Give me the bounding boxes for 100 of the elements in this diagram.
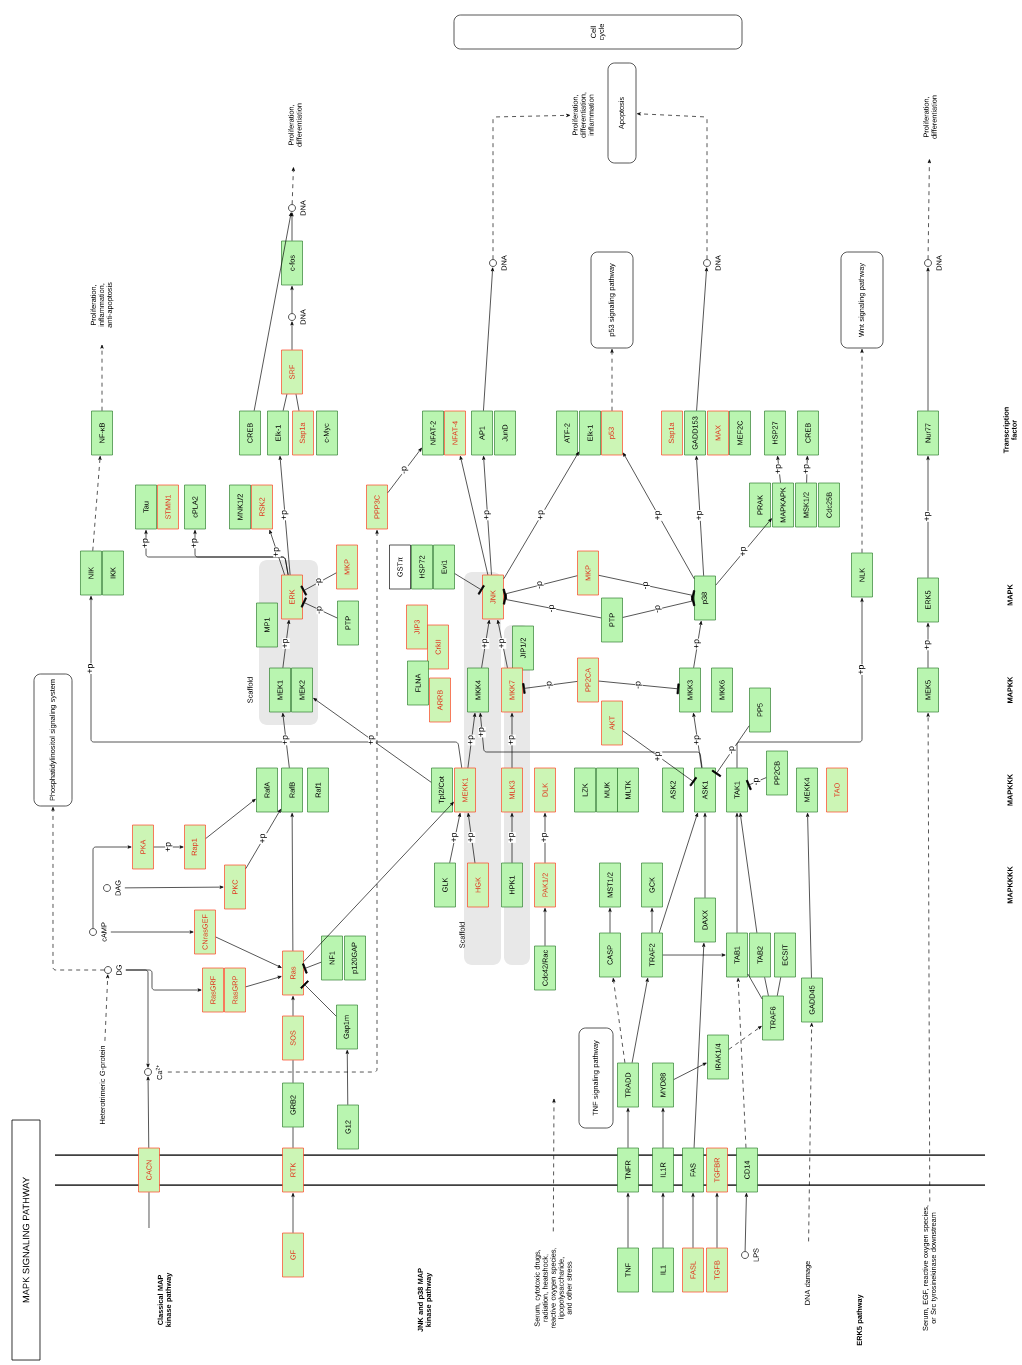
arrow — [543, 812, 547, 863]
arrow — [481, 619, 491, 668]
arrow — [291, 167, 295, 205]
arrow — [626, 1107, 630, 1148]
edge-label: -p — [753, 777, 761, 786]
inhibition-line — [502, 575, 578, 600]
arrow — [693, 620, 703, 668]
arrow — [715, 518, 772, 586]
arrow — [926, 622, 930, 668]
arrow — [290, 321, 294, 350]
arrow — [926, 455, 930, 578]
arrow — [735, 812, 739, 933]
edge-label: -p — [654, 604, 663, 614]
arrow — [282, 619, 291, 668]
edge-label: -p — [536, 580, 545, 590]
arrow — [291, 1192, 295, 1233]
arrow — [926, 712, 931, 1202]
arrow — [313, 697, 432, 783]
connector-line — [764, 977, 769, 996]
arrow — [776, 455, 781, 483]
arrow — [926, 267, 930, 411]
arrow — [636, 112, 708, 260]
arrow — [661, 1192, 665, 1248]
arrow — [291, 995, 295, 1016]
edge-label: -p — [635, 680, 643, 690]
title-box: MAPK SIGNALING PATHWAY — [11, 1119, 41, 1361]
arrow — [345, 1049, 349, 1105]
edge-label: -p — [401, 465, 409, 475]
arrow — [245, 975, 282, 988]
arrow — [290, 212, 294, 241]
edge-label: +p — [481, 638, 490, 649]
edge-label: +p — [478, 726, 486, 738]
arrow — [673, 1062, 707, 1080]
inhibition-line — [300, 597, 338, 619]
edge-label: +p — [282, 638, 290, 649]
arrow — [290, 812, 294, 951]
edge-label: +p — [191, 537, 199, 549]
arrow — [608, 907, 612, 933]
edge-label: -p — [315, 577, 324, 587]
edge-label: +p — [924, 511, 932, 522]
edge-label: +p — [693, 734, 702, 746]
connector-line — [292, 1060, 294, 1083]
edge-label: +p — [858, 664, 866, 675]
inhibition-line — [300, 572, 337, 596]
arrow — [125, 969, 202, 992]
edge-label: +p — [924, 639, 932, 651]
inhibition-line — [302, 961, 322, 974]
arrow — [612, 977, 626, 1063]
arrow — [110, 930, 194, 934]
arrow — [626, 1192, 630, 1248]
arrow — [449, 812, 461, 863]
arrow — [860, 348, 864, 553]
arrow — [503, 451, 580, 580]
edge-label: +p — [87, 663, 95, 674]
edge-label: +p — [467, 734, 476, 746]
arrow — [552, 1098, 556, 1232]
arrow — [927, 159, 931, 260]
arrow — [492, 113, 571, 260]
inhibition-line — [622, 730, 698, 787]
arrow — [100, 344, 104, 411]
arrow — [167, 529, 379, 1073]
arrow — [92, 845, 132, 929]
edge-label: +p — [259, 833, 268, 844]
arrow — [744, 1192, 748, 1252]
arrow — [658, 812, 699, 933]
arrow — [739, 812, 758, 933]
arrow — [693, 942, 706, 1148]
inhibition-line — [454, 573, 485, 595]
arrow — [104, 974, 110, 1042]
arrow — [510, 712, 514, 768]
arrow — [496, 619, 508, 668]
arrow — [205, 798, 256, 839]
edge-label: -p — [548, 604, 557, 613]
inhibition-line — [522, 681, 578, 694]
connector-line — [148, 1192, 150, 1229]
arrow — [715, 1192, 719, 1248]
inhibition-line — [598, 575, 696, 601]
arrow — [650, 907, 654, 933]
arrow — [483, 267, 495, 411]
edge-label: +p — [541, 832, 549, 843]
edge-label: -p — [316, 605, 324, 615]
arrow — [290, 285, 294, 314]
arrow — [691, 1192, 695, 1248]
arrow — [543, 907, 547, 946]
arrow — [51, 806, 105, 971]
edge-label: +p — [508, 832, 516, 843]
arrow — [146, 1076, 150, 1148]
arrow — [610, 348, 614, 411]
edge-label: +p — [273, 546, 281, 558]
arrow — [808, 1022, 814, 1242]
arrow — [695, 455, 704, 576]
arrow — [806, 812, 812, 978]
arrow — [510, 812, 514, 863]
edge-label: +p — [281, 509, 289, 521]
arrow — [728, 1025, 762, 1050]
arrow — [278, 455, 291, 575]
inhibition-line — [622, 595, 696, 618]
edge-label: +p — [803, 463, 811, 475]
arrow — [269, 529, 285, 575]
connector-line — [776, 977, 782, 996]
